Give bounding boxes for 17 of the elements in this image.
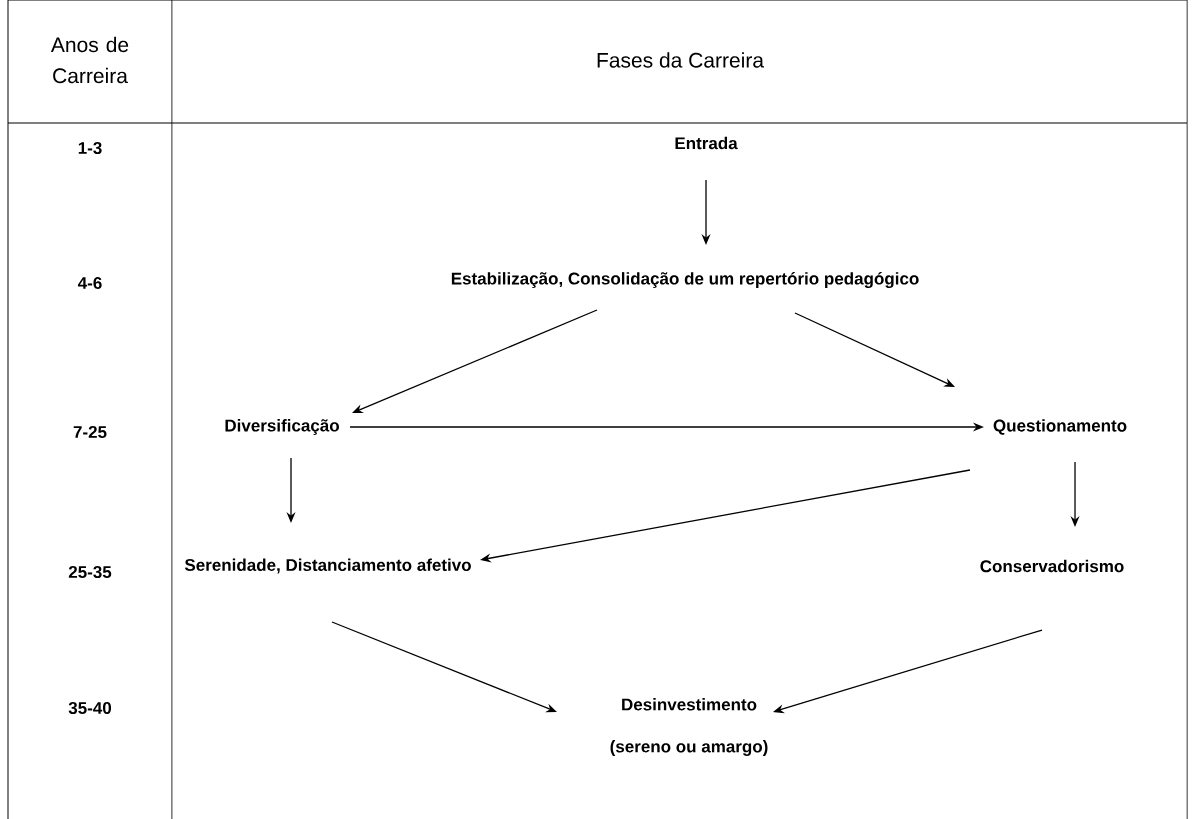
arrow [331,621,557,713]
arrow [352,309,598,413]
year-range: 7-25 [73,426,107,439]
year-range: 35-40 [68,702,112,715]
arrow [794,312,955,387]
phase-label: Estabilização, Consolidação de um repertório pedagógico [451,271,919,289]
year-range: 25-35 [68,565,112,579]
phase-label: Serenidade, Distanciamento afetivo [184,558,471,574]
phase-label: Desinvestimento (sereno ou amargo) [610,698,768,756]
phase-label: Entrada [675,136,738,150]
phase-label: Conservadorismo [980,559,1124,573]
column-header: Fases da Carreira [597,52,764,68]
phase-label: Questionamento [993,419,1127,435]
year-range: 4-6 [77,277,102,290]
year-range: 1-3 [78,141,102,155]
column-header: Anos de Carreira [50,36,129,84]
phase-label: Diversificação [225,419,339,435]
